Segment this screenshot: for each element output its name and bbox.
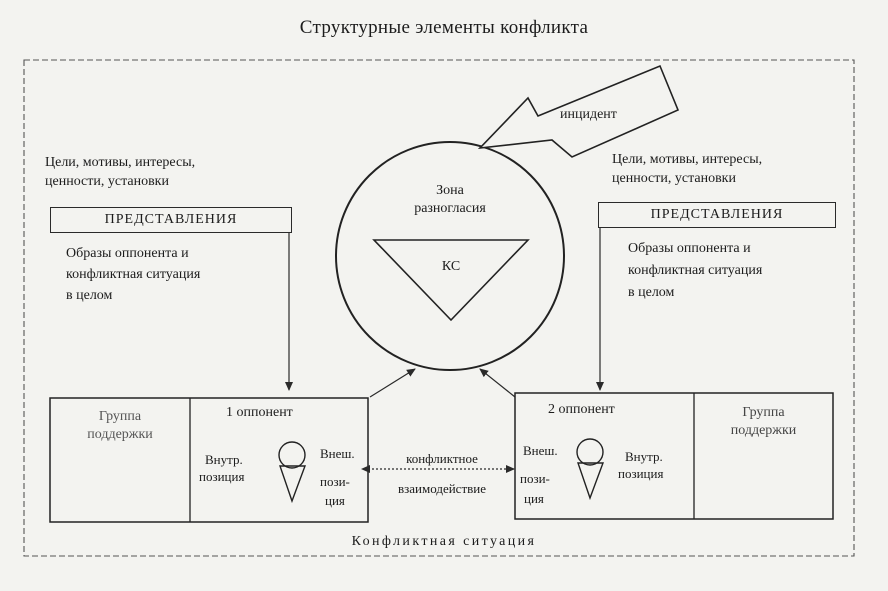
zone-label-line1: Зона — [436, 183, 464, 198]
person-icon — [576, 438, 605, 501]
opponent1-support-line2: поддержки — [87, 427, 153, 442]
opponent2-inner-line1: Внутр. — [625, 449, 663, 464]
conflict-situation-frame — [23, 59, 855, 557]
incident-arrow — [477, 64, 680, 158]
opponent1-title: 1 оппонент — [226, 405, 293, 420]
left-images-line1: Образы оппонента и — [66, 246, 189, 261]
left-goals-line1: Цели, мотивы, интересы, — [45, 155, 196, 170]
opponent2-support-line2: поддержки — [730, 423, 797, 438]
right-images-line1: Образы оппонента и — [628, 241, 751, 256]
arrow-opponent1-to-zone — [369, 368, 416, 398]
right-goals-line2: ценности, установки — [612, 171, 736, 186]
opponent1-inner-line1: Внутр. — [205, 452, 243, 467]
opponent2-outer-line1: Внеш. — [523, 443, 558, 458]
opponent2-support-line1: Группа — [742, 405, 785, 420]
incident-label: инцидент — [560, 107, 617, 122]
person-icon — [278, 441, 307, 504]
opponent2-outer-line2: пози- — [520, 471, 550, 486]
opponent2-inner-line2: позиция — [618, 466, 664, 481]
opponent1-outer-line1: Внеш. — [320, 446, 355, 461]
triangle-label: КС — [441, 259, 461, 274]
right-goals-line1: Цели, мотивы, интересы, — [612, 152, 763, 167]
right-representations-box: ПРЕДСТАВЛЕНИЯ — [598, 202, 836, 228]
left-images-line2: конфликтная ситуация — [66, 267, 201, 282]
right-images-line2: конфликтная ситуация — [628, 263, 763, 278]
opponent2-outer-line3: ция — [524, 491, 544, 506]
interaction-label-line2: взаимодействие — [397, 481, 486, 496]
opponent1-outer-line3: ция — [325, 493, 345, 508]
interaction-label-line1: конфликтное — [406, 451, 478, 466]
opponent2-title: 2 оппонент — [548, 402, 615, 417]
opponent1-box — [49, 397, 369, 523]
zone-label-line2: разногласия — [414, 201, 486, 216]
opponent1-support-line1: Группа — [98, 409, 142, 424]
left-images-line3: в целом — [66, 288, 113, 303]
conflict-situation-label: Конфликтная ситуация — [351, 534, 537, 549]
diagram-title: Структурные элементы конфликта — [299, 17, 589, 38]
conflict-triangle — [372, 239, 530, 322]
arrow-opponent2-to-zone — [479, 368, 516, 398]
opponent2-box — [514, 392, 834, 520]
opponent1-inner-line2: позиция — [199, 469, 245, 484]
zone-circle — [335, 141, 565, 371]
left-representations-box: ПРЕДСТАВЛЕНИЯ — [50, 207, 292, 233]
right-images-line3: в целом — [628, 285, 675, 300]
opponent1-outer-line2: пози- — [320, 474, 350, 489]
left-goals-line2: ценности, установки — [45, 174, 169, 189]
